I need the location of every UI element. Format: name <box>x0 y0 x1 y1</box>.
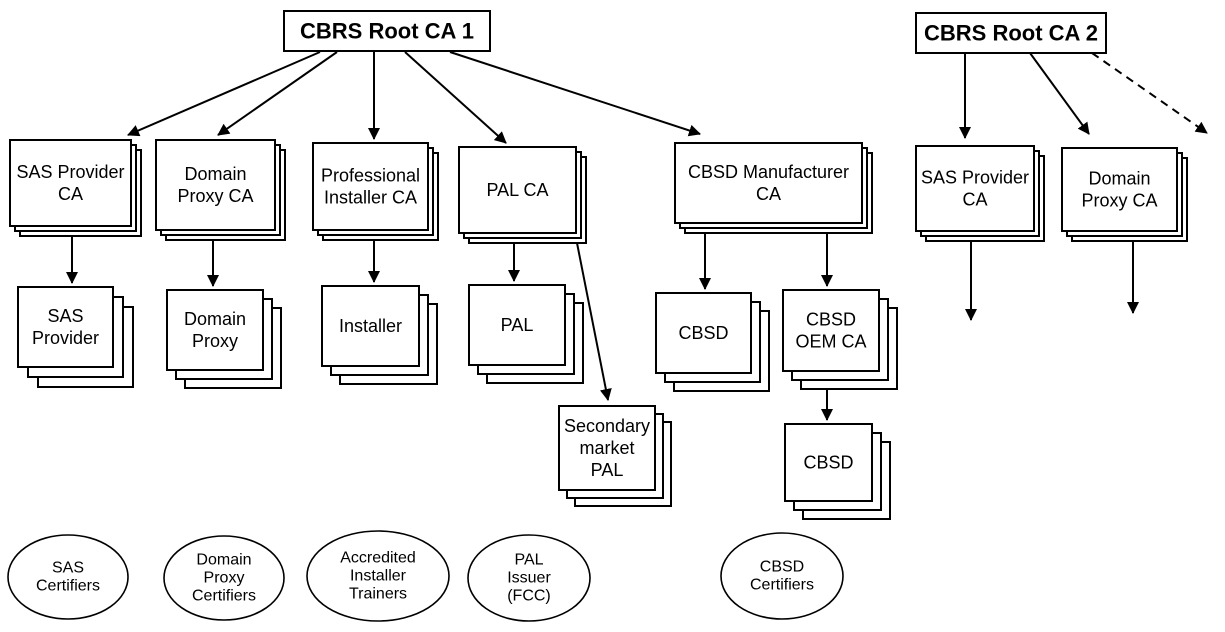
pal-label-line: PAL <box>501 315 534 335</box>
installer-label-line: Installer <box>339 316 402 336</box>
cbsd-1-label-line: CBSD <box>678 323 728 343</box>
domain-proxy-label-line: Proxy <box>192 331 238 351</box>
secondary-market-pal-label-line: Secondary <box>564 416 650 436</box>
sas-certifiers-label-line: SAS <box>52 560 84 577</box>
domain-proxy-ca-1-label-line: Proxy CA <box>177 186 253 206</box>
professional-installer-ca-label-line: Installer CA <box>324 188 417 208</box>
sas-provider-ca-1-label-line: CA <box>58 184 83 204</box>
nodes: CBRS Root CA 1 CBRS Root CA 2 SAS Provider… <box>7 10 1188 622</box>
cbsd-2: CBSD <box>784 423 891 520</box>
installer-label: Installer <box>339 316 402 336</box>
pal-ca: PAL CA <box>458 146 587 244</box>
sas-provider-ca-1-label-line: SAS Provider <box>16 162 124 182</box>
edge-arrow <box>404 51 507 144</box>
accredited-installer-trainers-label-line: Installer <box>350 568 407 585</box>
root-ca-label: CBRS Root CA 1 <box>300 19 474 44</box>
domain-proxy-certifiers-label-line: Domain <box>196 552 251 569</box>
edge-arrow <box>449 51 701 137</box>
domain-proxy-certifiers-label-line: Proxy <box>204 570 245 587</box>
cbrs-root-ca-2: CBRS Root CA 2 <box>915 12 1107 54</box>
cbsd-manufacturer-ca-label-line: CA <box>756 184 781 204</box>
edge-arrow <box>1029 52 1090 135</box>
root-ca-label: CBRS Root CA 2 <box>924 21 1098 46</box>
edge-arrow <box>1091 52 1208 134</box>
sas-provider-label-line: SAS <box>47 306 83 326</box>
secondary-market-pal-label-line: PAL <box>591 460 624 480</box>
domain-proxy-ca-2-label-line: Domain <box>1088 169 1150 189</box>
edge-arrow <box>217 51 338 136</box>
sas-provider-ca-2-label-line: SAS Provider <box>921 168 1029 188</box>
cbsd-2-label: CBSD <box>803 453 853 473</box>
edge-arrow <box>127 51 321 137</box>
domain-proxy-label-line: Domain <box>184 309 246 329</box>
pal-issuer-label-line: PAL <box>514 552 543 569</box>
cbsd-oem-ca-label-line: OEM CA <box>795 332 866 352</box>
sas-certifiers-label-line: Certifiers <box>36 578 100 595</box>
pal-issuer-label-line: (FCC) <box>507 588 551 605</box>
cbsd-manufacturer-ca-label-line: CBSD Manufacturer <box>688 162 849 182</box>
pal-label: PAL <box>501 315 534 335</box>
pal: PAL <box>468 284 584 384</box>
pal-ca-label: PAL CA <box>486 180 548 200</box>
domain-proxy-ca-2-label-line: Proxy CA <box>1081 191 1157 211</box>
secondary-market-pal-label-line: market <box>579 438 634 458</box>
pal-issuer-label-line: Issuer <box>507 570 551 587</box>
cbsd-2-label-line: CBSD <box>803 453 853 473</box>
accredited-installer-trainers-label-line: Accredited <box>340 550 416 567</box>
domain-proxy-ca-1-label-line: Domain <box>184 164 246 184</box>
installer: Installer <box>321 285 438 385</box>
professional-installer-ca-label-line: Professional <box>321 166 420 186</box>
edge-arrow <box>576 242 612 401</box>
cbsd-certifiers-label-line: CBSD <box>760 559 804 576</box>
cbsd-1-label: CBSD <box>678 323 728 343</box>
domain-proxy-certifiers-label-line: Certifiers <box>192 588 256 605</box>
cbrs-root-ca-1: CBRS Root CA 1 <box>283 10 491 52</box>
pal-ca-label-line: PAL CA <box>486 180 548 200</box>
cbsd-1: CBSD <box>655 292 770 392</box>
cbsd-oem-ca-label-line: CBSD <box>806 310 856 330</box>
sas-provider-ca-2-label-line: CA <box>962 190 987 210</box>
accredited-installer-trainers-label-line: Trainers <box>349 586 407 603</box>
cbsd-certifiers-label-line: Certifiers <box>750 577 814 594</box>
sas-provider-label-line: Provider <box>32 328 99 348</box>
